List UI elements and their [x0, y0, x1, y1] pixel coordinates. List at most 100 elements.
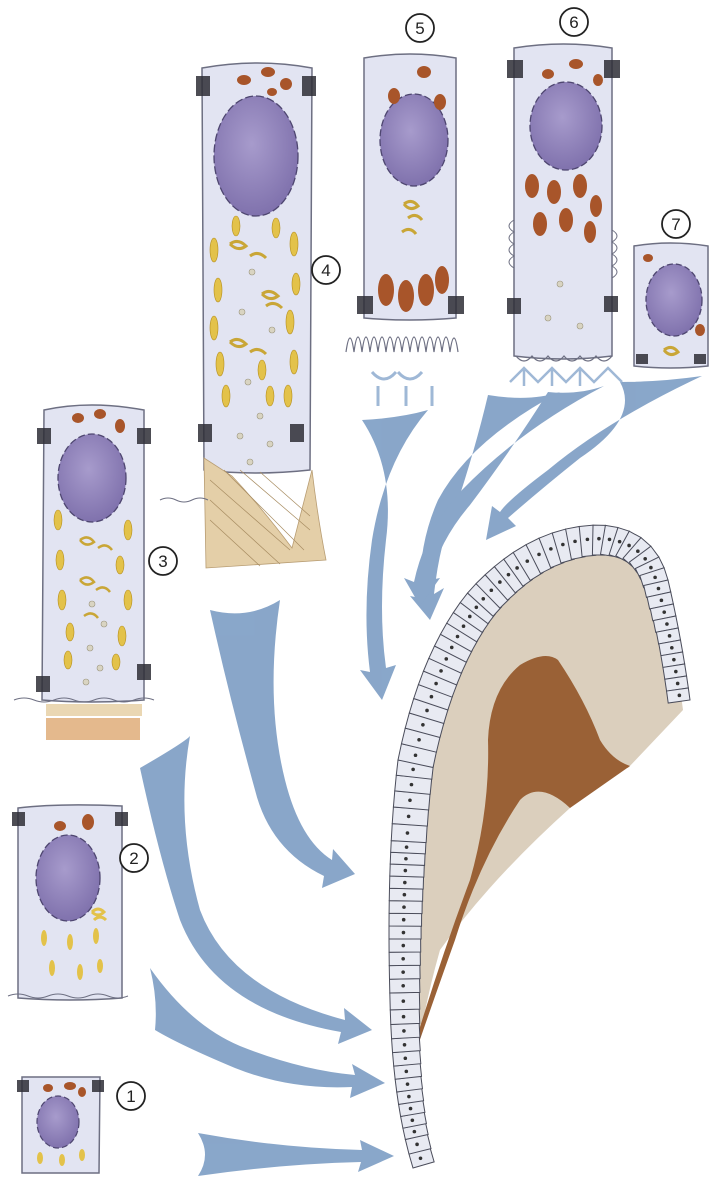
stage-number-text: 3 [158, 552, 167, 571]
cell-3-junction-left [37, 428, 51, 444]
arrow-stage-4 [360, 410, 428, 700]
cell-5-basal-mitochondria [378, 266, 449, 312]
arrow-stage-3 [210, 600, 355, 888]
ameloblast-nucleus [561, 542, 565, 547]
circled-number-icon [116, 1081, 146, 1111]
ameloblast-nucleus [421, 723, 425, 727]
ameloblast-nucleus [404, 845, 409, 849]
stage-1-label: 1 [116, 1081, 146, 1111]
cell-3-junction-right [137, 428, 151, 444]
arrow-stage-2-lower [150, 968, 385, 1098]
ameloblast-nucleus [670, 645, 674, 650]
ameloblast-nucleus [549, 547, 553, 551]
ameloblast-nucleus [672, 657, 676, 662]
cell-1-granule [37, 1152, 43, 1164]
ameloblast-nucleus [617, 539, 622, 544]
cell-6-junction-right [604, 60, 620, 78]
cell-4-enamel-matrix [203, 457, 327, 569]
cell-3-basal-edge [13, 697, 155, 703]
ameloblast-nucleus [407, 1094, 411, 1099]
cell-4-mitochondrion [261, 67, 275, 77]
cell-3-junction-left [36, 676, 50, 692]
ameloblast-nucleus [449, 645, 454, 650]
cell-1-nucleus [36, 1095, 80, 1149]
ameloblast-nucleus [674, 669, 678, 674]
cell-3-mitochondrion [94, 409, 106, 419]
cell-6-lateral-folds [508, 219, 618, 279]
ameloblast-nucleus [597, 536, 601, 541]
cell-5-golgi [401, 199, 424, 235]
ameloblast-nucleus [404, 856, 408, 861]
cell-5-junction-right [448, 296, 464, 314]
cell-6-junction-right [604, 296, 618, 312]
ameloblast-nucleus [401, 1014, 406, 1019]
stage-number-text: 7 [671, 215, 680, 234]
cell-stage-5 [345, 53, 464, 406]
ameloblast-nucleus [439, 669, 443, 673]
ameloblast-nucleus [418, 1156, 423, 1161]
ameloblast-nucleus [408, 1106, 413, 1111]
ameloblast-nucleus [401, 943, 406, 948]
ameloblast-nucleus [525, 559, 530, 563]
ameloblast-nucleus [401, 999, 406, 1003]
cell-3-junction-right [137, 664, 151, 680]
ameloblast-nucleus [401, 917, 406, 922]
cell-5-mitochondrion [434, 94, 446, 110]
ameloblast-nucleus [402, 892, 407, 897]
cell-6-nucleus [529, 81, 603, 171]
ameloblast-nucleus [573, 539, 577, 544]
stage-7-label: 7 [661, 209, 691, 239]
cell-3-mitochondrion [115, 419, 125, 433]
ameloblast-nucleus [656, 586, 661, 591]
cell-stage-4 [159, 62, 327, 569]
cell-4-basal-edge [159, 497, 209, 503]
cell-2-nucleus [35, 834, 101, 922]
stage-number-text: 6 [569, 13, 578, 32]
ameloblast-nucleus [403, 868, 408, 873]
cell-2-mitochondrion [54, 821, 66, 831]
cell-1-granule [59, 1154, 65, 1166]
arrow-stage-6 [404, 386, 604, 606]
ameloblast-nucleus [515, 566, 519, 570]
cell-7-junction [694, 354, 706, 364]
circled-number-icon [559, 7, 589, 37]
ameloblast-nucleus [417, 737, 421, 742]
ameloblast-nucleus [677, 693, 682, 698]
ameloblast-nucleus [403, 1056, 408, 1061]
ameloblast-nucleus [401, 956, 405, 961]
cell-3-nucleus [57, 433, 127, 523]
circled-number-icon [405, 13, 435, 43]
arrow-stage-1 [198, 1133, 394, 1176]
ameloblast-nucleus [404, 1069, 409, 1074]
ameloblast-nucleus [444, 657, 449, 661]
ameloblast-nucleus [402, 1042, 407, 1047]
cell-4-junction-right [290, 424, 304, 442]
ameloblast-nucleus [411, 767, 415, 772]
ameloblast-nucleus [607, 537, 612, 542]
cell-3-granules [53, 509, 133, 671]
ameloblast-nucleus [402, 1029, 406, 1033]
cell-1-junction-left [17, 1080, 29, 1092]
circled-number-icon [311, 255, 341, 285]
cell-4-junction-right [302, 76, 316, 96]
cell-2-junction-right [115, 812, 128, 826]
cell-2-granules [41, 928, 103, 980]
cell-1-granule [79, 1149, 85, 1161]
stage-number-text: 1 [126, 1087, 135, 1106]
stage-3-label: 3 [148, 546, 178, 576]
cell-3-vesicles [82, 600, 108, 686]
cell-4-mitochondrion [237, 75, 251, 85]
cell-4-nucleus [213, 95, 299, 217]
cell-5-junction-left [357, 296, 373, 314]
cell-4-granules [209, 215, 301, 408]
ameloblast-nucleus [402, 905, 406, 909]
cell-4-junction-left [196, 76, 210, 96]
cell-4-mitochondrion [280, 78, 292, 90]
cell-3-enamel-matrix [46, 704, 142, 716]
cell-3-mitochondrion [72, 413, 84, 423]
cell-4-mitochondrion [267, 88, 277, 96]
ameloblast-nucleus [627, 543, 631, 548]
ameloblast-nucleus [410, 1118, 415, 1123]
cell-2-mitochondrion [82, 814, 94, 830]
cell-stage-6 [507, 43, 623, 386]
